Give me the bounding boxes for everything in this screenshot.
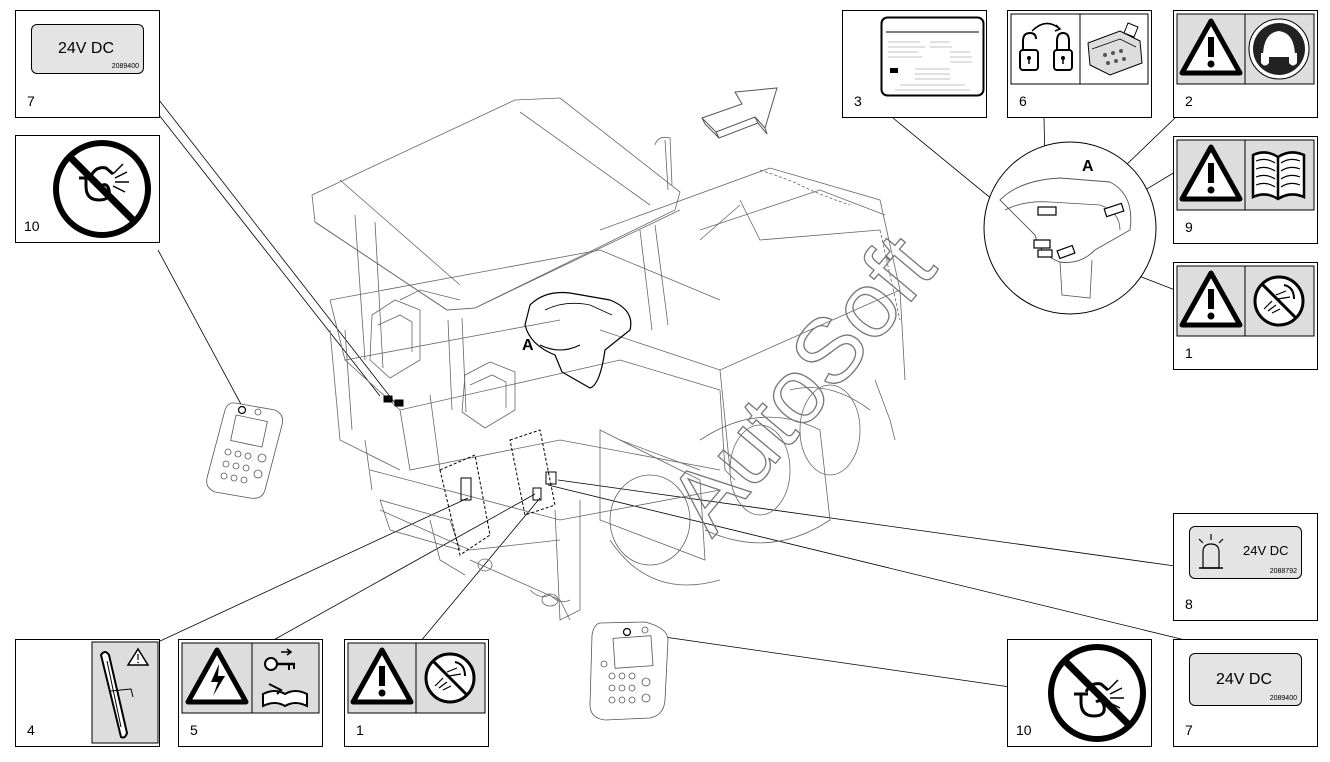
callout-number: 5 [190,722,198,738]
watermark: AutoSoft [649,216,954,552]
label-24v-dc: 24V DC 2089400 [31,24,144,74]
callout-number: 10 [24,218,40,234]
label-text: 24V DC [1243,543,1289,558]
callout-9: 9 [1173,136,1318,244]
warning-no-spray-icon [1176,265,1315,337]
detail-letter: A [522,337,534,354]
remote-control-left [206,402,284,499]
callout-10-bottom: 10 [1007,639,1152,747]
beacon-light-icon [1198,534,1224,569]
callout-number: 2 [1185,93,1193,109]
detail-view-a [983,141,1157,315]
callout-4: 4 [15,639,160,747]
detail-view-letter: A [1082,158,1094,175]
callout-number: 10 [1016,722,1032,738]
callout-1-right: 1 [1173,262,1318,370]
callout-5: 5 [178,639,323,747]
warning-ear-protection-icon [1176,13,1315,85]
callout-number: 1 [356,722,364,738]
callout-8: 24V DC 2088792 8 [1173,513,1318,621]
callout-number: 3 [854,93,862,109]
callout-6: 6 [1007,10,1152,118]
paver-outline [311,97,906,621]
callout-number: 9 [1185,219,1193,235]
remote-control-bottom [589,621,669,721]
callout-7-top: 24V DC 2089400 7 [15,10,160,118]
label-code: 2089400 [1269,695,1297,702]
callout-7-bottom: 24V DC 2089400 7 [1173,639,1318,747]
callout-10-left: 10 [15,135,160,243]
label-text: 24V DC [58,40,115,57]
label-24v-dc-beacon: 24V DC 2088792 [1189,526,1302,579]
warning-no-spray-icon [347,642,486,714]
callout-number: 7 [27,93,35,109]
label-code: 2088792 [1269,568,1297,575]
label-text: 24V DC [1216,671,1273,688]
callout-2: 2 [1173,10,1318,118]
electric-warning-key-manual-icon [181,642,320,714]
no-water-jet-icon [53,140,151,238]
label-code: 2089400 [111,63,139,70]
callout-number: 7 [1185,722,1193,738]
callout-3: 3 [842,10,987,118]
callout-number: 4 [27,722,35,738]
callout-1-bottom: 1 [344,639,489,747]
label-24v-dc: 24V DC 2089400 [1189,653,1302,706]
no-water-jet-icon [1048,644,1146,742]
callout-number: 6 [1019,93,1027,109]
service-address-label [880,16,985,97]
direction-arrow-icon [701,87,778,139]
callout-number: 8 [1185,596,1193,612]
lock-unlock-icon [1010,13,1149,85]
decal-positions [383,395,557,556]
crusher-warning-icon [91,641,159,744]
warning-read-manual-icon [1176,139,1315,211]
leader-lines [157,99,1186,688]
callout-number: 1 [1185,345,1193,361]
